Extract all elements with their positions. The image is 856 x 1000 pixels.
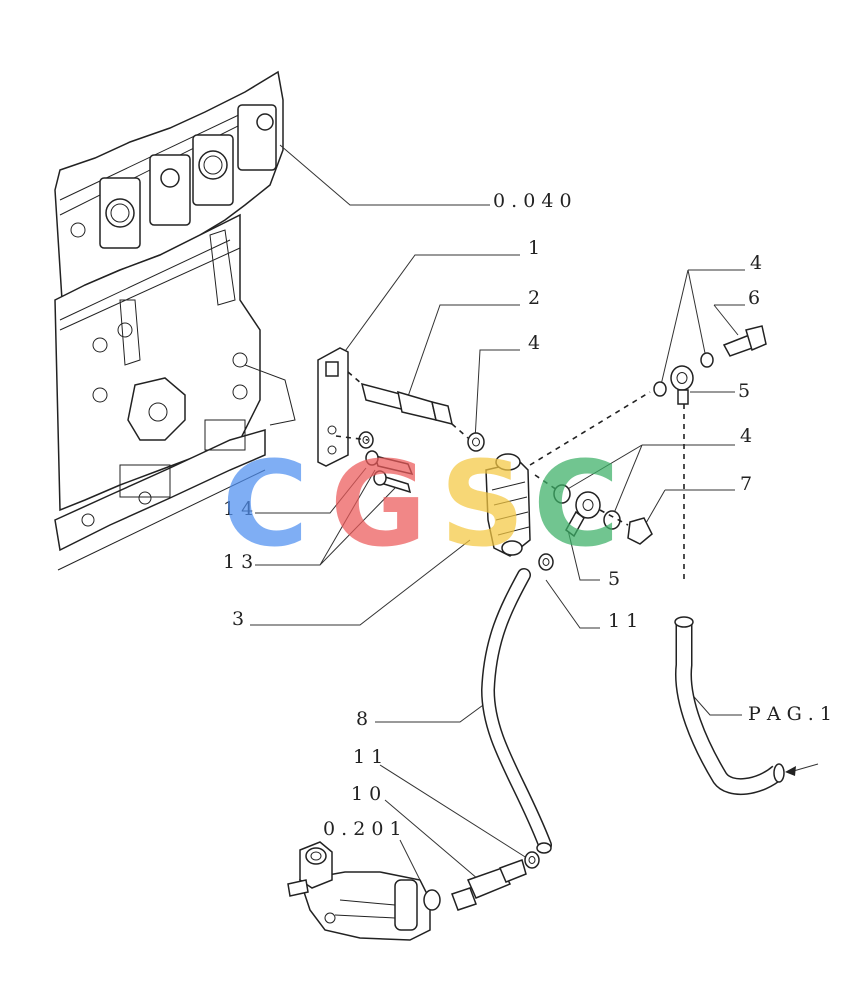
label-ref-0201: 0 . 2 0 1 <box>323 818 402 840</box>
label-part-4-top: 4 <box>750 252 762 274</box>
label-part-5-right: 5 <box>738 380 750 402</box>
label-part-11-top: 1 1 <box>608 610 638 632</box>
label-part-5-center: 5 <box>608 568 620 590</box>
hose-connector <box>451 859 527 911</box>
banjo-bolt <box>722 325 767 357</box>
banjo-fitting-center <box>553 484 653 545</box>
label-part-4-left: 4 <box>528 332 540 354</box>
label-part-13: 1 3 <box>223 551 253 573</box>
engine-block <box>54 70 296 571</box>
label-part-3: 3 <box>232 608 244 630</box>
watermark-letter-g: G <box>330 435 427 573</box>
sealing-washer <box>524 553 554 869</box>
label-part-8: 8 <box>356 708 368 730</box>
fuel-pump <box>287 841 441 941</box>
washers-left <box>358 431 485 452</box>
label-part-10: 1 0 <box>351 783 381 805</box>
label-ref-0040: 0 . 0 4 0 <box>493 190 572 212</box>
watermark-letter-c2: C <box>533 435 620 573</box>
fuel-hose <box>480 568 552 854</box>
banjo-fitting-right <box>653 352 714 405</box>
callout-labels: 0 . 0 4 0 1 2 4 4 6 5 4 7 1 4 1 3 5 3 1 … <box>223 190 832 840</box>
label-part-7: 7 <box>740 473 752 495</box>
leader-lines <box>250 144 819 886</box>
bolts-left <box>365 450 414 494</box>
label-part-14: 1 4 <box>223 498 253 520</box>
label-part-6: 6 <box>748 287 760 309</box>
label-ref-pag1: P A G . 1 <box>748 703 832 725</box>
label-part-11-bottom: 1 1 <box>353 746 383 768</box>
label-part-2: 2 <box>528 287 540 309</box>
watermark-letter-c1: C <box>222 435 309 573</box>
stud <box>360 382 453 426</box>
fuel-filter <box>485 453 531 557</box>
watermark-letter-s: S <box>440 435 525 573</box>
label-part-1: 1 <box>528 237 540 259</box>
label-part-4-center: 4 <box>740 425 752 447</box>
hose-pag1 <box>674 616 785 796</box>
centre-lines <box>335 371 685 580</box>
watermark: C G S C <box>222 435 620 573</box>
